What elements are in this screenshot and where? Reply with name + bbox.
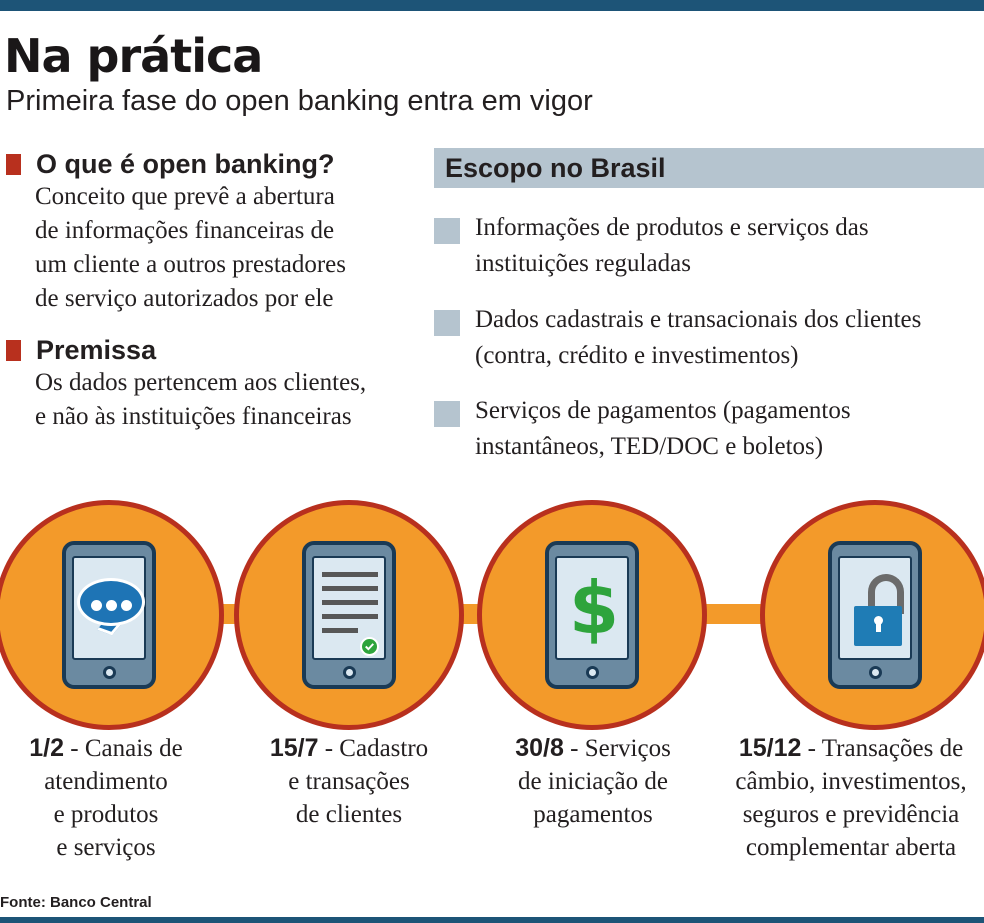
caption-text: - Serviços [563, 735, 671, 762]
caption-line: pagamentos [533, 801, 653, 828]
phase-circle-3: $ [477, 500, 707, 730]
scope-line: (contra, crédito e investimentos) [475, 342, 799, 369]
red-square-marker [6, 154, 21, 175]
document-line [322, 572, 378, 577]
home-button [585, 666, 599, 679]
caption-line: e produtos [53, 801, 159, 828]
document-line [322, 586, 378, 591]
phone-screen [72, 556, 146, 660]
smartphone-icon: $ [545, 541, 639, 689]
phone-screen [838, 556, 912, 660]
gray-square-bullet [434, 401, 460, 427]
scope-line: Dados cadastrais e transacionais dos cli… [475, 306, 922, 333]
concept-heading: O que é open banking? [6, 148, 406, 180]
phase-date: 15/7 [269, 734, 319, 762]
bottom-bar [0, 917, 984, 923]
caption-first-line: 15/7 - Cadastro [238, 732, 460, 765]
home-button [342, 666, 356, 679]
bubble-body [77, 578, 145, 626]
concept-text: Conceito que prevê a abertura de informa… [6, 180, 406, 316]
scope-line: instantâneos, TED/DOC e boletos) [475, 433, 824, 460]
bubble-dot [121, 600, 132, 611]
phone-screen [312, 556, 386, 660]
phase-caption-4: 15/12 - Transações de câmbio, investimen… [718, 732, 984, 864]
caption-first-line: 1/2 - Canais de [0, 732, 212, 765]
scope-heading: Escopo no Brasil [434, 148, 984, 188]
bubble-dot [106, 600, 117, 611]
phase-caption-1: 1/2 - Canais de atendimento e produtos e… [0, 732, 212, 864]
smartphone-icon [828, 541, 922, 689]
document-line [322, 600, 378, 605]
phase-circle-4 [760, 500, 984, 730]
definitions-column: O que é open banking? Conceito que prevê… [6, 148, 406, 434]
concept-heading-text: O que é open banking? [36, 149, 335, 179]
caption-text: - Cadastro [318, 735, 429, 762]
keyhole-stem [876, 622, 881, 632]
scope-item: Informações de produtos e serviços das i… [434, 210, 984, 282]
premise-heading: Premissa [6, 334, 406, 366]
caption-line: de iniciação de [518, 768, 668, 795]
scope-line: Informações de produtos e serviços das [475, 214, 869, 241]
concept-line: de informações financeiras de [35, 217, 335, 244]
premise-line: e não às instituições financeiras [35, 403, 352, 430]
concept-line: um cliente a outros prestadores [35, 251, 347, 278]
caption-text: - Canais de [64, 735, 183, 762]
concept-line: Conceito que prevê a abertura [35, 183, 335, 210]
home-button [868, 666, 882, 679]
padlock-body [854, 606, 902, 646]
timeline: $ [0, 500, 984, 732]
phone-screen: $ [555, 556, 629, 660]
document-line [322, 628, 358, 633]
caption-line: câmbio, investimentos, [735, 768, 967, 795]
padlock-shackle [868, 574, 904, 614]
concept-line: de serviço autorizados por ele [35, 285, 334, 312]
document-line [322, 614, 378, 619]
scope-line: instituições reguladas [475, 250, 691, 277]
caption-first-line: 30/8 - Serviços [482, 732, 704, 765]
page-subtitle: Primeira fase do open banking entra em v… [6, 85, 593, 117]
scope-item: Dados cadastrais e transacionais dos cli… [434, 302, 984, 374]
caption-line: seguros e previdência [742, 801, 960, 828]
home-button [102, 666, 116, 679]
phase-date: 1/2 [29, 734, 65, 762]
red-square-marker [6, 340, 21, 361]
premise-heading-text: Premissa [36, 335, 157, 365]
premise-text: Os dados pertencem aos clientes, e não à… [6, 366, 406, 434]
phase-caption-3: 30/8 - Serviços de iniciação de pagament… [482, 732, 704, 831]
scope-column: Escopo no Brasil Informações de produtos… [434, 148, 984, 465]
caption-line: complementar aberta [745, 834, 957, 861]
premise-line: Os dados pertencem aos clientes, [35, 369, 367, 396]
gray-square-bullet [434, 218, 460, 244]
caption-line: de clientes [295, 801, 403, 828]
gray-square-bullet [434, 310, 460, 336]
dollar-icon: $ [568, 566, 620, 650]
phase-date: 15/12 [738, 734, 802, 762]
bubble-dot [91, 600, 102, 611]
caption-first-line: 15/12 - Transações de [718, 732, 984, 765]
source-credit: Fonte: Banco Central [0, 894, 152, 911]
caption-line: e transações [288, 768, 410, 795]
smartphone-icon [62, 541, 156, 689]
page-title: Na prática [4, 29, 263, 83]
keyhole [874, 616, 883, 625]
phase-circle-2 [234, 500, 464, 730]
caption-text: - Transações de [801, 735, 964, 762]
check-icon [360, 637, 379, 656]
caption-line: e serviços [56, 834, 156, 861]
caption-line: atendimento [44, 768, 168, 795]
scope-line: Serviços de pagamentos (pagamentos [475, 397, 851, 424]
smartphone-icon [302, 541, 396, 689]
phase-circle-1 [0, 500, 224, 730]
top-bar [0, 0, 984, 11]
phase-caption-2: 15/7 - Cadastro e transações de clientes [238, 732, 460, 831]
scope-item: Serviços de pagamentos (pagamentos insta… [434, 393, 984, 465]
phase-date: 30/8 [515, 734, 564, 762]
